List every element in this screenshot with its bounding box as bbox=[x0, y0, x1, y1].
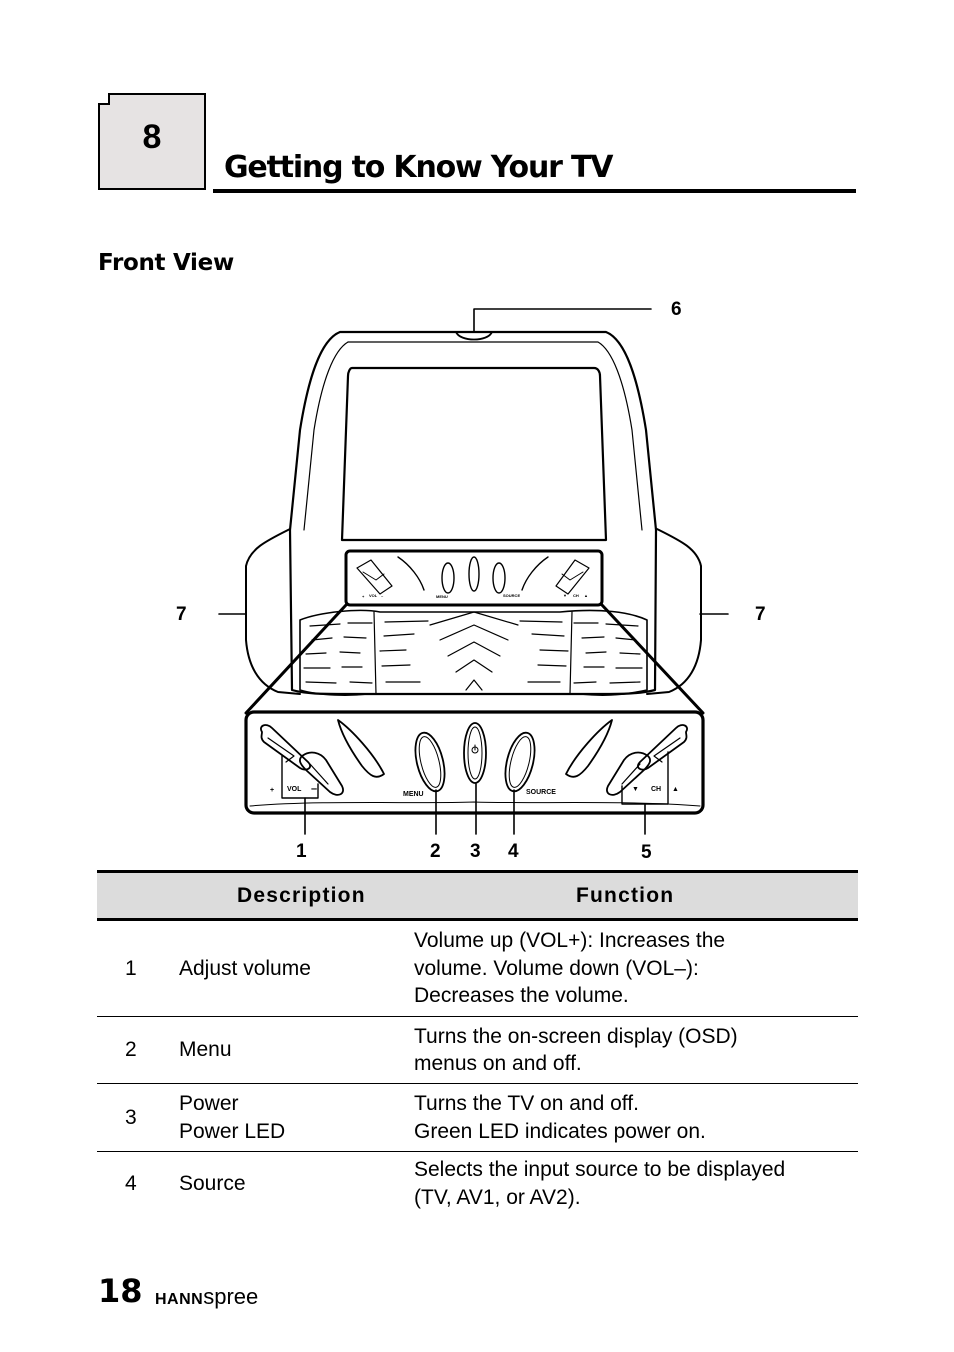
source-button bbox=[504, 731, 536, 793]
small-panel-ch-up: ▲ bbox=[584, 593, 588, 598]
title-rule bbox=[213, 189, 856, 193]
vol-minus-button bbox=[299, 751, 344, 796]
panel-vol-plus: + bbox=[270, 787, 274, 794]
callout-5: 5 bbox=[641, 842, 652, 863]
table-row: 2 Menu Turns the on-screen display (OSD)… bbox=[97, 1017, 858, 1084]
small-panel-ch-label: CH bbox=[573, 593, 579, 598]
panel-ch-up: ▲ bbox=[672, 786, 679, 793]
panel-vol-minus: – bbox=[311, 783, 317, 795]
row-description: Source bbox=[179, 1171, 246, 1195]
panel-ch-down: ▼ bbox=[632, 786, 639, 793]
table-row: 3 Power Power LED Turns the TV on and of… bbox=[97, 1084, 858, 1152]
row-function: Turns the on-screen display (OSD) menus … bbox=[414, 1024, 738, 1076]
ch-up-button bbox=[637, 724, 688, 771]
leader-line-6 bbox=[473, 308, 652, 339]
chapter-title: Getting to Know Your TV bbox=[224, 150, 613, 185]
small-panel-vol-minus: – bbox=[381, 593, 384, 598]
row-function: Volume up (VOL+): Increases the volume. … bbox=[414, 929, 726, 1008]
vol-plus-button bbox=[260, 724, 311, 771]
table-header-row: Description Function bbox=[97, 870, 858, 921]
remote-sensor bbox=[455, 331, 493, 341]
menu-button bbox=[414, 731, 446, 793]
speaker-grille bbox=[299, 609, 648, 696]
small-panel-menu-label: MENU bbox=[436, 594, 448, 599]
small-panel-ch-down: ▼ bbox=[563, 593, 567, 598]
header-function: Function bbox=[414, 870, 858, 921]
left-speaker bbox=[245, 527, 301, 695]
brand-bold: HANN bbox=[155, 1291, 204, 1308]
table-row: 4 Source Selects the input source to be … bbox=[97, 1152, 858, 1216]
section-title: Front View bbox=[98, 250, 234, 276]
row-description: Adjust volume bbox=[179, 956, 311, 980]
panel-vol-label: VOL bbox=[287, 786, 302, 793]
page-number: 18 bbox=[98, 1272, 143, 1310]
chapter-number-box bbox=[98, 93, 206, 190]
brand-logo: HANNspree bbox=[155, 1284, 258, 1310]
row-number: 3 bbox=[125, 1105, 137, 1129]
small-panel-vol-label: VOL bbox=[369, 593, 378, 598]
header-description: Description bbox=[97, 870, 414, 921]
callout-4: 4 bbox=[508, 841, 519, 862]
chapter-box-notch bbox=[98, 93, 110, 105]
row-description: Menu bbox=[179, 1038, 232, 1062]
callout-3: 3 bbox=[470, 841, 481, 862]
row-number: 1 bbox=[125, 956, 137, 980]
panel-menu-label: MENU bbox=[403, 791, 424, 798]
chapter-number: 8 bbox=[142, 118, 162, 156]
zoom-line-left bbox=[244, 603, 348, 715]
row-function: Selects the input source to be displayed… bbox=[414, 1158, 786, 1209]
row-number: 2 bbox=[125, 1038, 137, 1062]
small-panel-source-label: SOURCE bbox=[503, 593, 520, 598]
callout-2: 2 bbox=[430, 841, 441, 862]
ch-down-button bbox=[606, 751, 651, 796]
panel-source-label: SOURCE bbox=[526, 789, 556, 796]
zoom-line-right bbox=[600, 603, 705, 715]
front-view-table: Description Function 1 Adjust volume Vol… bbox=[97, 870, 858, 1215]
panel-ch-label: CH bbox=[651, 786, 661, 793]
row-number: 4 bbox=[125, 1171, 137, 1195]
row-function: Turns the TV on and off. Green LED indic… bbox=[414, 1092, 706, 1143]
right-speaker bbox=[646, 527, 702, 695]
tv-front-view-diagram: + VOL – MENU SOURCE ▼ CH ▲ + VOL – MENU … bbox=[218, 308, 729, 835]
callout-1: 1 bbox=[296, 841, 307, 862]
tv-body-inner-rim bbox=[347, 341, 643, 531]
control-panel-small bbox=[344, 549, 604, 607]
row-description: Power Power LED bbox=[179, 1092, 286, 1143]
callout-7-left: 7 bbox=[176, 604, 187, 625]
table-row: 1 Adjust volume Volume up (VOL+): Increa… bbox=[97, 920, 858, 1017]
control-panel-large bbox=[244, 710, 705, 815]
brand-light: spree bbox=[203, 1284, 259, 1309]
tv-screen bbox=[340, 366, 608, 542]
callout-7-right: 7 bbox=[755, 604, 766, 625]
small-panel-vol-plus: + bbox=[362, 594, 365, 599]
power-button bbox=[463, 722, 487, 784]
callout-6: 6 bbox=[671, 299, 682, 320]
